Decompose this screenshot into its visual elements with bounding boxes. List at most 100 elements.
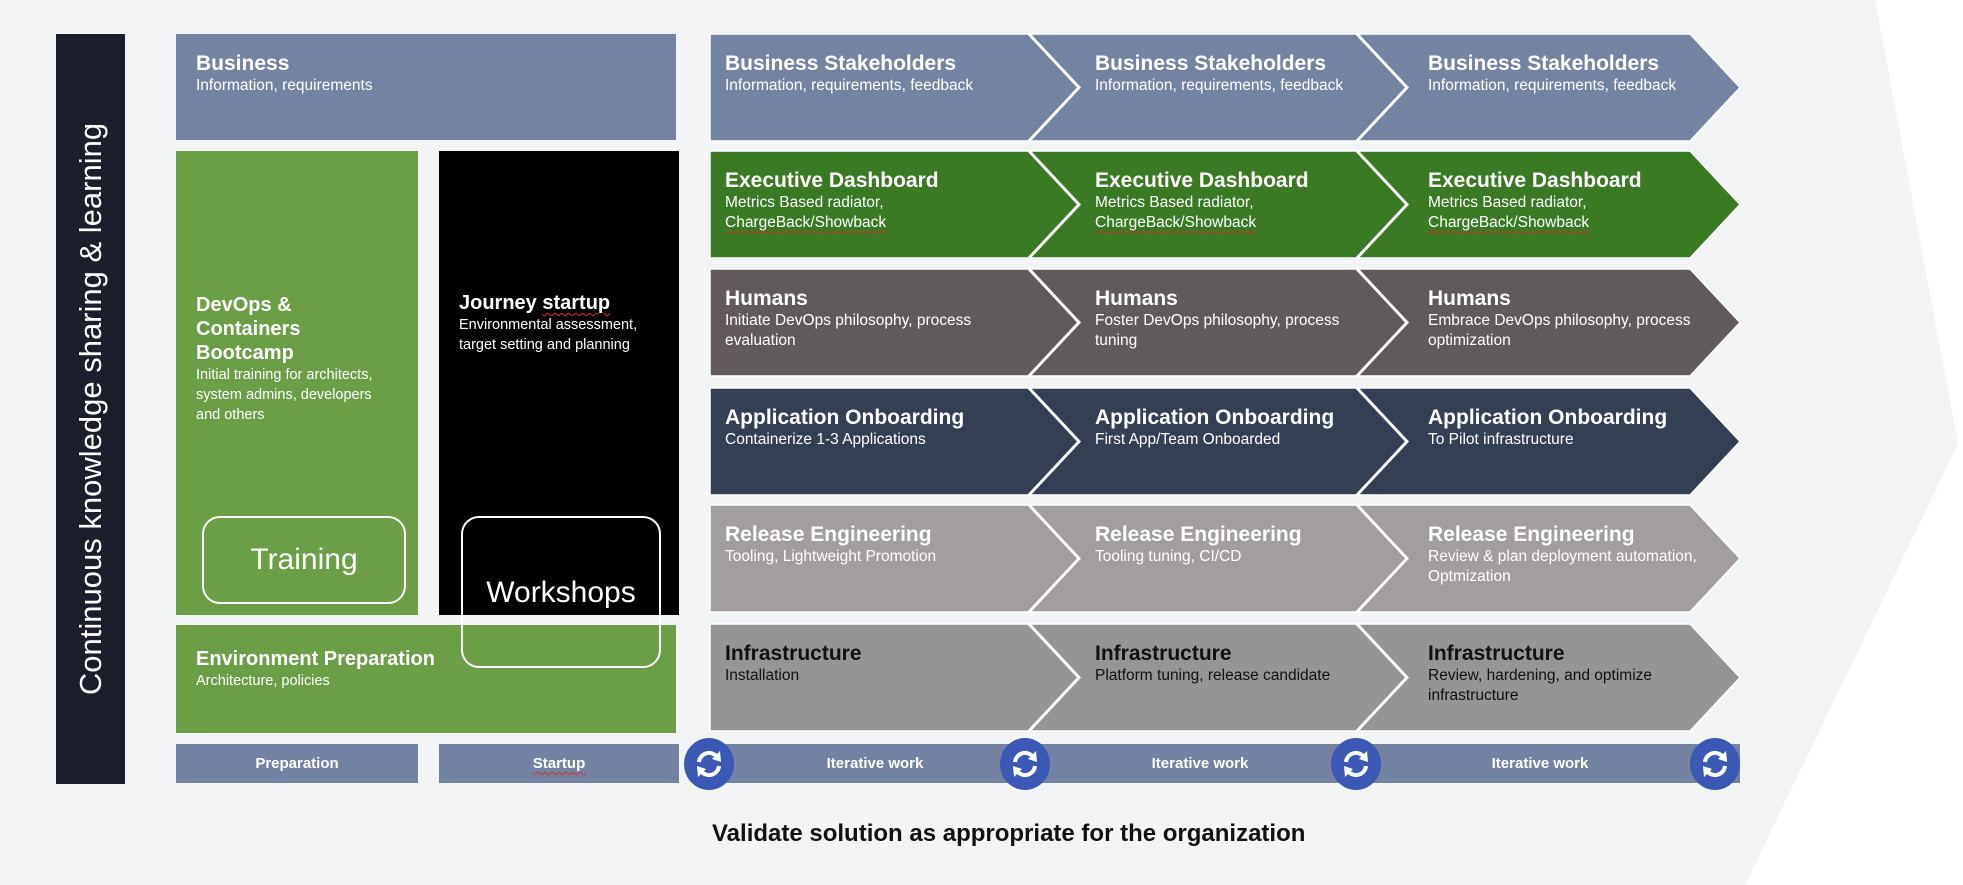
cell-subtitle: Containerize 1-3 Applications xyxy=(725,431,926,448)
chevron-shape xyxy=(709,150,1080,259)
cell-subtitle: To Pilot infrastructure xyxy=(1428,431,1574,448)
cell-title: Application Onboarding xyxy=(1428,406,1668,429)
chevron-shape xyxy=(709,268,1080,377)
chevron-shape xyxy=(1028,150,1408,259)
cell-title: Business Stakeholders xyxy=(1095,52,1327,75)
footer-text: Validate solution as appropriate for the… xyxy=(712,820,1306,847)
bootcamp-subtitle: Initial training for architects, system … xyxy=(196,367,373,423)
cell-title: Business Stakeholders xyxy=(725,52,957,75)
cell-subtitle: First App/Team Onboarded xyxy=(1095,431,1281,448)
side-label-bar: Continuous knowledge sharing & learning xyxy=(56,34,125,784)
cell-title: Humans xyxy=(1095,287,1178,310)
cell-subtitle: Information, requirements, feedback xyxy=(1095,77,1344,94)
phase-iterative-1: Iterative work xyxy=(826,755,924,772)
refresh-cycle-icon xyxy=(1690,738,1740,790)
chevron-shape xyxy=(1356,504,1742,613)
chevron-shape xyxy=(1356,623,1742,732)
cell-title: Business Stakeholders xyxy=(1428,52,1660,75)
phase-preparation: Preparation xyxy=(176,744,418,783)
cell-title: Executive Dashboard xyxy=(1095,169,1309,192)
phase-iterative-3: Iterative work xyxy=(1491,755,1589,772)
chevron-shape xyxy=(709,504,1080,613)
chevron-shape xyxy=(1028,387,1408,496)
chevron-shape xyxy=(1028,623,1408,732)
chevron-shape xyxy=(709,623,1080,732)
cell-subtitle: Metrics Based radiator,ChargeBack/Showba… xyxy=(1095,194,1257,231)
workshops-tag: Workshops xyxy=(461,516,661,668)
chevron-shape xyxy=(709,387,1080,496)
chevron-shape xyxy=(1356,150,1742,259)
cell-title: Executive Dashboard xyxy=(725,169,939,192)
bootcamp-title: DevOps & Containers Bootcamp xyxy=(196,294,301,364)
env-prep-box: Environment Preparation Architecture, po… xyxy=(176,625,676,733)
chevron-shape xyxy=(1028,268,1408,377)
cell-title: Humans xyxy=(1428,287,1511,310)
cell-subtitle: Review, hardening, and optimize infrastr… xyxy=(1428,667,1653,704)
refresh-cycle-icon xyxy=(1331,738,1381,790)
cell-title: Application Onboarding xyxy=(1095,406,1335,429)
cell-subtitle: Initiate DevOps philosophy, process eval… xyxy=(725,312,972,349)
bootcamp-box: DevOps & Containers Bootcamp Initial tra… xyxy=(176,151,418,615)
cell-title: Humans xyxy=(725,287,808,310)
cell-subtitle: Platform tuning, release candidate xyxy=(1095,667,1331,684)
journey-title-startup: startup xyxy=(542,292,611,314)
cell-title: Release Engineering xyxy=(1428,523,1635,546)
cell-subtitle: Information, requirements, feedback xyxy=(725,77,974,94)
cell-subtitle: Foster DevOps philosophy, process tuning xyxy=(1095,312,1340,349)
business-box: Business Information, requirements xyxy=(176,34,676,140)
chevron-cell: Application Onboarding To Pilot infrastru… xyxy=(1428,406,1718,450)
cell-title: Infrastructure xyxy=(1428,642,1565,665)
chevron-shape xyxy=(1356,33,1742,142)
cell-title: Release Engineering xyxy=(725,523,932,546)
cell-subtitle: Tooling tuning, CI/CD xyxy=(1095,548,1242,565)
phase-startup: Startup xyxy=(439,744,679,783)
refresh-cycle-icon xyxy=(1000,738,1050,790)
cell-title: Infrastructure xyxy=(1095,642,1232,665)
cell-subtitle: Installation xyxy=(725,667,800,684)
env-prep-subtitle: Architecture, policies xyxy=(196,673,330,689)
chevron-shape xyxy=(1028,504,1408,613)
training-tag: Training xyxy=(202,516,406,604)
chevron-shape xyxy=(1028,33,1408,142)
cell-subtitle: Embrace DevOps philosophy, process optim… xyxy=(1428,312,1691,349)
cell-title: Application Onboarding xyxy=(725,406,965,429)
business-subtitle: Information, requirements xyxy=(196,77,373,94)
cell-title: Executive Dashboard xyxy=(1428,169,1642,192)
chevron-shape xyxy=(709,33,1080,142)
iterative-bar xyxy=(710,744,1740,783)
phase-iterative-2: Iterative work xyxy=(1151,755,1249,772)
cell-title: Release Engineering xyxy=(1095,523,1302,546)
business-title: Business xyxy=(196,52,290,75)
chevron-shape xyxy=(1356,387,1742,496)
cell-subtitle: Tooling, Lightweight Promotion xyxy=(725,548,937,565)
refresh-cycle-icon xyxy=(684,738,734,790)
chevron-shape xyxy=(1356,268,1742,377)
journey-box: Journey startup Environmental assessment… xyxy=(439,151,679,615)
env-prep-title: Environment Preparation xyxy=(196,648,435,670)
journey-title: Journey xyxy=(459,292,543,314)
journey-subtitle: Environmental assessment, target setting… xyxy=(459,317,638,353)
